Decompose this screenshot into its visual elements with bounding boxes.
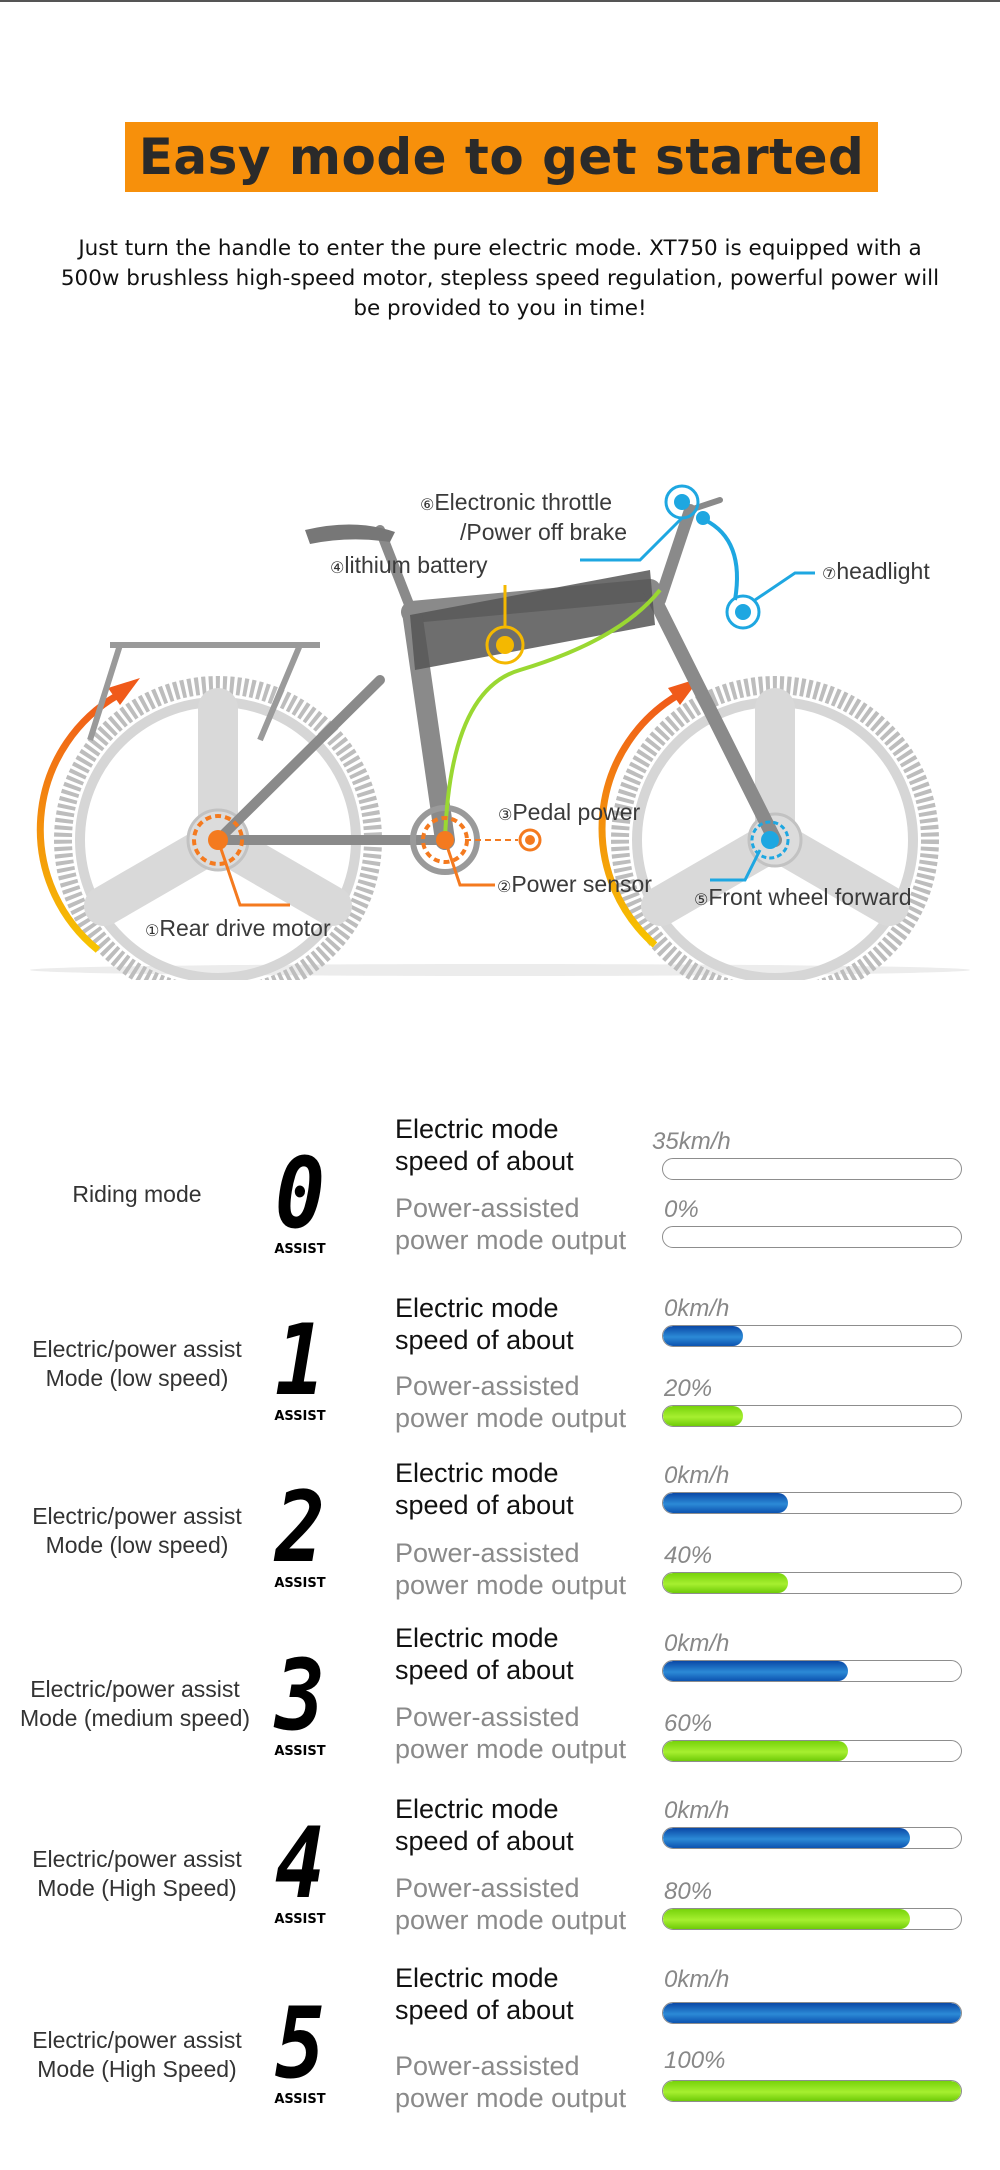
callout-front-wheel: ⑤Front wheel forward	[694, 884, 912, 910]
mode-label: Electric/power assist Mode (low speed)	[32, 1336, 242, 1391]
assisted-output-label: Power-assisted power mode output	[395, 1873, 627, 1935]
speed-bar-fill	[663, 1828, 911, 1848]
speed-value: 0km/h	[664, 1797, 730, 1824]
top-divider	[0, 0, 1000, 2]
output-value: 60%	[664, 1710, 713, 1737]
assist-level-display: 1 ASSIST	[260, 1304, 340, 1424]
output-bar-fill	[663, 2081, 961, 2101]
electric-speed-label: Electric mode speed of about	[395, 1458, 574, 1520]
output-bar-fill	[663, 1909, 911, 1929]
speed-value: 0km/h	[664, 1295, 730, 1322]
mode-label: Riding mode	[72, 1181, 202, 1207]
rear-rack	[87, 642, 320, 742]
pedal-power-marker	[465, 828, 542, 852]
intro-paragraph: Just turn the handle to enter the pure e…	[60, 236, 940, 321]
title-banner: Easy mode to get started	[125, 122, 878, 192]
speed-bar-fill	[663, 2003, 961, 2023]
assist-level-display: 2 ASSIST	[260, 1471, 340, 1591]
assist-level-display: 4 ASSIST	[260, 1807, 340, 1927]
bike-frame	[213, 497, 782, 850]
assist-digit: 3	[274, 1639, 326, 1753]
output-value: 40%	[664, 1542, 713, 1569]
assist-digit: 1	[274, 1304, 326, 1418]
speed-bar	[662, 1827, 962, 1849]
speed-bar	[662, 1492, 962, 1514]
mode-label: Electric/power assist Mode (High Speed)	[32, 1846, 242, 1901]
bike-diagram: ⑥Electronic throttle /Power off brake ④l…	[30, 484, 970, 980]
output-bar	[662, 1226, 962, 1248]
mode-label: Electric/power assist Mode (medium speed…	[19, 1676, 251, 1731]
output-bar	[662, 1740, 962, 1762]
speed-value: 0km/h	[664, 1966, 730, 1993]
rear-motor-leader	[216, 839, 290, 907]
speed-bar	[662, 1325, 962, 1347]
speed-bar	[662, 1158, 962, 1180]
output-value: 100%	[664, 2047, 726, 2074]
assisted-output-label: Power-assisted power mode output	[395, 1371, 627, 1433]
throttle-marker	[580, 484, 739, 601]
speed-value: 35km/h	[652, 1128, 731, 1155]
mode-label: Electric/power assist Mode (High Speed)	[32, 2027, 242, 2082]
sensor-leader	[443, 839, 495, 887]
speed-bar	[662, 2002, 962, 2024]
electric-speed-label: Electric mode speed of about	[395, 1794, 574, 1856]
output-bar-fill	[663, 1741, 848, 1761]
output-bar	[662, 1908, 962, 1930]
speed-bar-fill	[663, 1493, 789, 1513]
output-value: 80%	[664, 1878, 713, 1905]
assist-caption: ASSIST	[274, 1744, 326, 1759]
assist-digit: 5	[274, 1987, 326, 2101]
banner-title: Easy mode to get started	[138, 128, 865, 186]
electric-speed-label: Electric mode speed of about	[395, 1963, 574, 2025]
front-wheel-marker	[710, 820, 790, 882]
saddle	[305, 524, 395, 544]
output-bar	[662, 1572, 962, 1594]
assist-level-display: 3 ASSIST	[260, 1639, 340, 1759]
assist-caption: ASSIST	[274, 1409, 326, 1424]
output-bar	[662, 2080, 962, 2102]
callout-battery: ④lithium battery	[330, 552, 488, 578]
output-bar-fill	[663, 1406, 744, 1426]
callout-power-sensor: ②Power sensor	[497, 871, 652, 897]
rear-arrow-icon	[108, 678, 140, 705]
speed-bar	[662, 1660, 962, 1682]
speed-bar-fill	[663, 1661, 848, 1681]
assist-digit: 2	[274, 1471, 326, 1585]
output-value: 20%	[664, 1375, 713, 1402]
callout-brake: /Power off brake	[460, 519, 627, 545]
assisted-output-label: Power-assisted power mode output	[395, 1538, 627, 1600]
mode-label: Electric/power assist Mode (low speed)	[32, 1503, 242, 1558]
front-motion-arc	[598, 691, 680, 948]
callout-pedal-power: ③Pedal power	[498, 799, 641, 825]
output-bar	[662, 1405, 962, 1427]
output-value: 0%	[664, 1196, 699, 1223]
callout-rear-motor: ①Rear drive motor	[145, 915, 331, 941]
assist-digit: 4	[274, 1807, 326, 1921]
output-bar-fill	[663, 1573, 789, 1593]
assisted-output-label: Power-assisted power mode output	[395, 1193, 627, 1255]
assist-level-display: 0 ASSIST	[260, 1137, 340, 1257]
assisted-output-label: Power-assisted power mode output	[395, 1702, 627, 1764]
assist-level-display: 5 ASSIST	[260, 1987, 340, 2107]
battery-pack	[410, 570, 655, 670]
assist-caption: ASSIST	[274, 2092, 326, 2107]
power-wire	[443, 588, 662, 841]
assisted-output-label: Power-assisted power mode output	[395, 2051, 627, 2113]
speed-bar-fill	[663, 1326, 744, 1346]
speed-value: 0km/h	[664, 1630, 730, 1657]
callout-headlight: ⑦headlight	[822, 558, 930, 584]
assist-caption: ASSIST	[274, 1576, 326, 1591]
headlight-marker	[725, 571, 815, 630]
speed-value: 0km/h	[664, 1462, 730, 1489]
assist-caption: ASSIST	[274, 1912, 326, 1927]
assist-caption: ASSIST	[274, 1242, 326, 1257]
battery-marker	[485, 585, 525, 665]
electric-speed-label: Electric mode speed of about	[395, 1293, 574, 1355]
electric-speed-label: Electric mode speed of about	[395, 1623, 574, 1685]
rear-motion-arc	[36, 691, 120, 953]
callout-throttle: ⑥Electronic throttle	[420, 489, 612, 515]
electric-speed-label: Electric mode speed of about	[395, 1114, 574, 1176]
assist-digit: 0	[274, 1137, 326, 1251]
